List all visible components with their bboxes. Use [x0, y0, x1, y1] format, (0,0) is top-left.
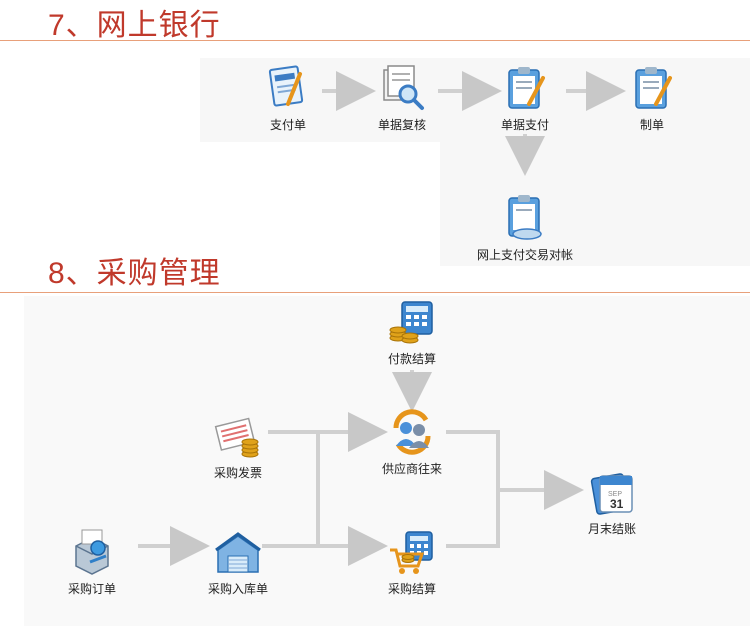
calendar-day: 31 [610, 497, 624, 511]
section-divider [0, 292, 750, 293]
node-label: 制单 [639, 118, 664, 132]
node-label: 采购入库单 [207, 582, 268, 596]
node-supplier-dealings[interactable]: 供应商往来 [357, 408, 467, 477]
node-prepare[interactable]: 制单 [597, 64, 707, 133]
node-purchase-order[interactable]: 采购订单 [37, 528, 147, 597]
clipboard-pen-icon [628, 64, 676, 112]
cart-calculator-icon [388, 528, 436, 576]
node-label: 付款结算 [387, 352, 436, 366]
node-payment-settlement[interactable]: 付款结算 [357, 298, 467, 367]
calendar-icon: SEP 31 [588, 468, 636, 516]
section-title-purchasing: 8、采购管理 [48, 257, 221, 290]
section-divider [0, 40, 750, 41]
calendar-month: SEP [608, 491, 622, 498]
node-label: 供应商往来 [381, 462, 442, 476]
node-label: 单据复核 [377, 118, 426, 132]
purchasing-panel [24, 296, 750, 626]
node-label: 网上支付交易对帐 [476, 248, 573, 262]
node-label: 支付单 [269, 118, 306, 132]
bank-document-icon [264, 64, 312, 112]
section-title-online-banking: 7、网上银行 [48, 9, 221, 42]
node-label: 采购结算 [387, 582, 436, 596]
node-label: 月末结账 [587, 522, 636, 536]
calculator-coins-icon [388, 298, 436, 346]
node-receipt-payment[interactable]: 单据支付 [470, 64, 580, 133]
node-payment-order[interactable]: 支付单 [233, 64, 343, 133]
node-label: 采购发票 [213, 466, 262, 480]
invoice-coins-icon [214, 412, 262, 460]
node-label: 采购订单 [67, 582, 116, 596]
node-receipt-review[interactable]: 单据复核 [347, 64, 457, 133]
banking-panel-lower [440, 142, 750, 266]
clipboard-disc-icon [501, 194, 549, 242]
node-purchase-invoice[interactable]: 采购发票 [183, 412, 293, 481]
node-month-end-close[interactable]: SEP 31 月末结账 [557, 468, 667, 537]
clipboard-pen-icon [501, 64, 549, 112]
users-sync-icon [388, 408, 436, 456]
order-box-icon [68, 528, 116, 576]
node-purchase-settlement[interactable]: 采购结算 [357, 528, 467, 597]
node-purchase-receipt[interactable]: 采购入库单 [183, 528, 293, 597]
node-label: 单据支付 [500, 118, 549, 132]
warehouse-icon [214, 528, 262, 576]
node-online-reconcile[interactable]: 网上支付交易对帐 [470, 194, 580, 263]
magnifier-document-icon [378, 64, 426, 112]
